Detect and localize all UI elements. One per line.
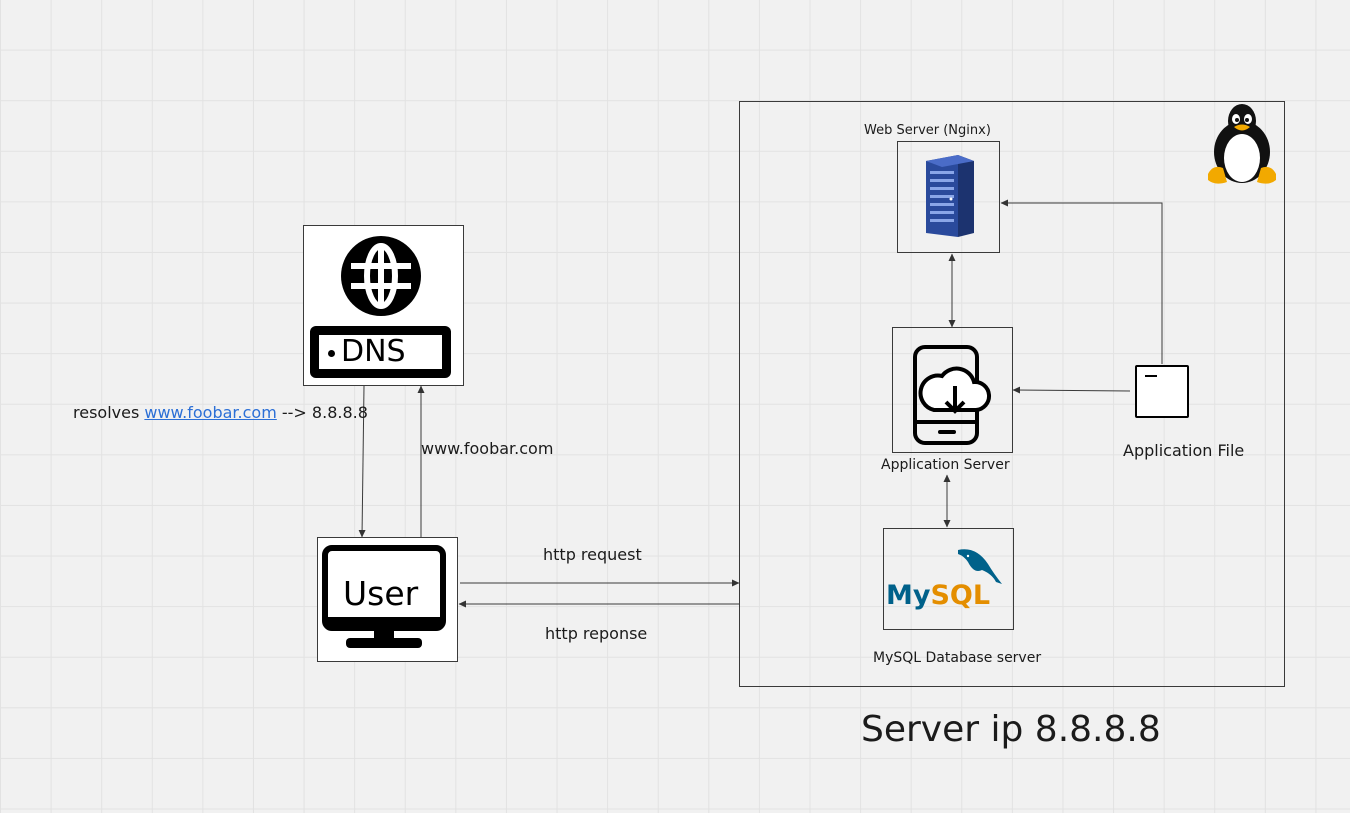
file-icon[interactable] xyxy=(1135,365,1189,418)
edge-file-to-app xyxy=(1012,386,1131,394)
dns-label: DNS xyxy=(341,334,406,369)
dns-query-label: www.foobar.com xyxy=(421,439,554,458)
user-node[interactable]: User xyxy=(317,537,458,662)
mysql-logo: MySQL xyxy=(886,549,1002,611)
app-server-label: Application Server xyxy=(881,457,1010,473)
globe-icon xyxy=(341,236,421,316)
edge-file-to-web xyxy=(1000,199,1163,364)
dns-resolve-label: resolves www.foobar.com --> 8.8.8.8 xyxy=(73,403,368,422)
linux-tux-icon xyxy=(1208,104,1276,184)
dns-node[interactable]: DNS xyxy=(303,225,464,386)
user-label: User xyxy=(343,574,419,613)
foobar-link[interactable]: www.foobar.com xyxy=(144,403,277,422)
web-server-node[interactable] xyxy=(897,141,1000,253)
server-rack-icon xyxy=(926,155,974,237)
http-response-label: http reponse xyxy=(545,624,648,643)
dns-label-bar: DNS xyxy=(310,326,451,378)
cloud-download-phone-icon xyxy=(913,345,992,445)
dns-dot xyxy=(328,350,335,357)
web-server-label: Web Server (Nginx) xyxy=(864,123,991,138)
edge-dns-to-user xyxy=(358,385,366,538)
mysql-label: MySQL Database server xyxy=(873,650,1042,666)
server-ip-caption: Server ip 8.8.8.8 xyxy=(861,709,1161,750)
mysql-node[interactable]: MySQL xyxy=(883,528,1014,630)
app-server-node[interactable] xyxy=(892,327,1013,453)
monitor-icon xyxy=(322,545,446,648)
app-file-label: Application File xyxy=(1123,441,1245,460)
server-container[interactable] xyxy=(739,101,1285,687)
mysql-logo-text: MySQL xyxy=(886,580,990,611)
http-request-label: http request xyxy=(543,545,642,564)
